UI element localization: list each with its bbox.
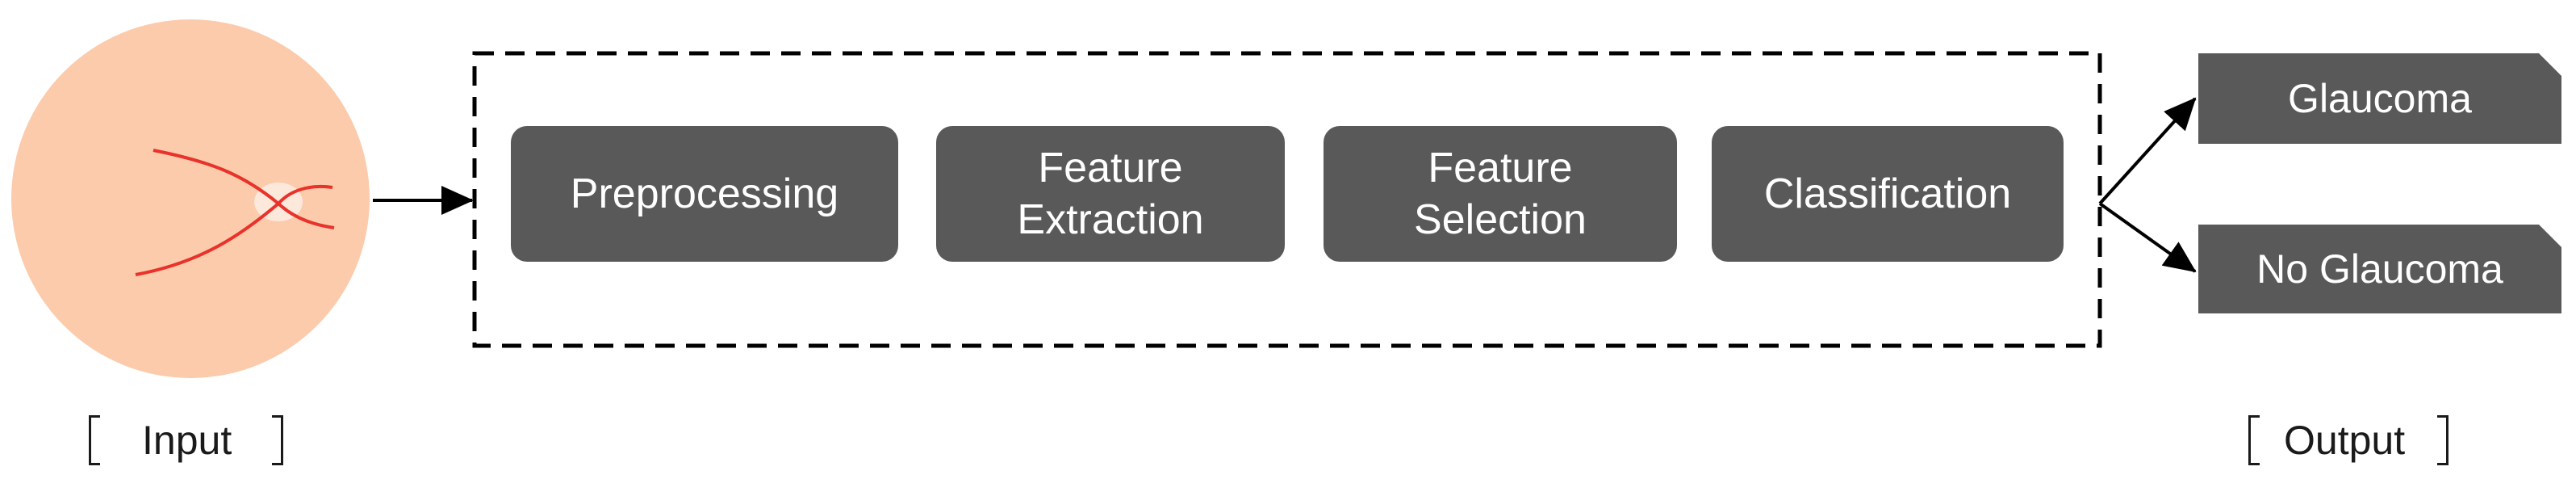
left-bracket-icon [2248, 415, 2260, 465]
fundus-image-icon [11, 19, 370, 378]
right-bracket-icon [272, 415, 284, 465]
output-label-group: Output [2248, 415, 2449, 465]
input-label: Input [142, 418, 232, 463]
pipeline-dashed-border [472, 51, 2102, 348]
output-no-glaucoma: No Glaucoma [2198, 225, 2561, 313]
right-bracket-icon [2437, 415, 2449, 465]
output-label: Output [2284, 418, 2406, 463]
output-glaucoma: Glaucoma [2198, 53, 2561, 144]
output-arrow-no-glaucoma [2098, 202, 2197, 273]
input-label-group: Input [89, 415, 284, 465]
step-classification: Classification [1712, 126, 2064, 262]
step-preprocessing: Preprocessing [511, 126, 898, 262]
output-arrow-glaucoma [2098, 97, 2197, 205]
left-bracket-icon [89, 415, 100, 465]
step-feature-selection: Feature Selection [1324, 126, 1677, 262]
step-feature-extraction: Feature Extraction [936, 126, 1285, 262]
